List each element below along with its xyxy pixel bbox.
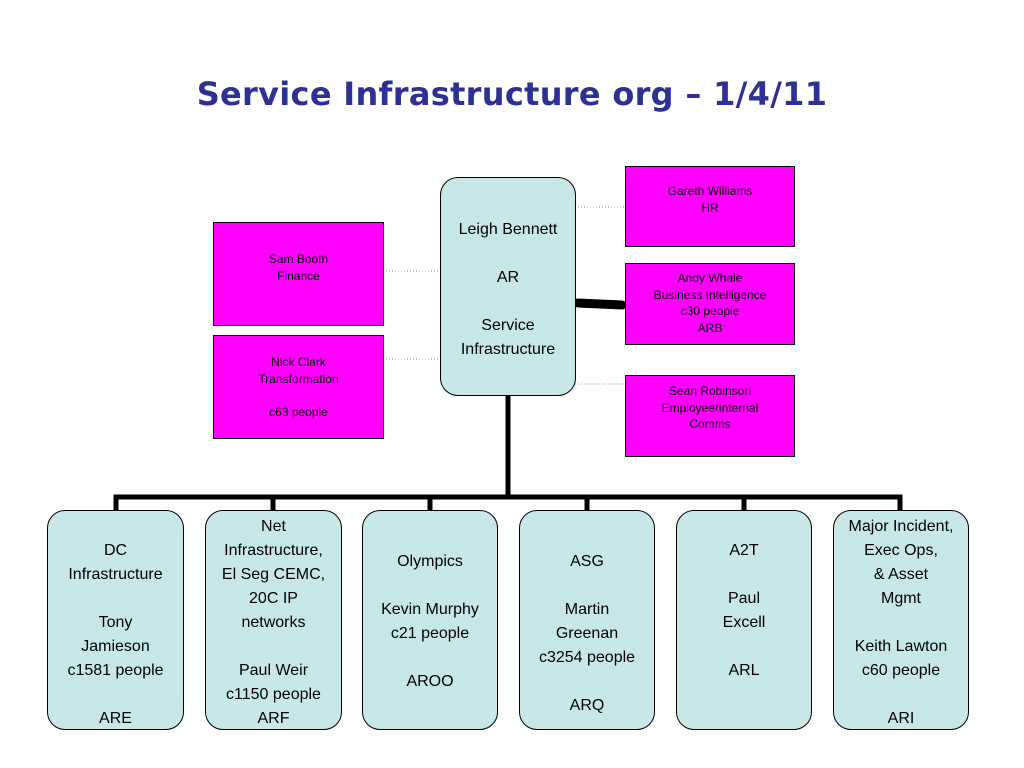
- head-dept-1: Service: [481, 317, 535, 334]
- transformation-box: Nick Clark Transformation c63 people: [213, 335, 384, 439]
- unit-net-count: c1150 people: [226, 686, 321, 703]
- unit-a2t-code: ARL: [728, 662, 760, 679]
- transformation-role: Transformation: [258, 371, 339, 386]
- unit-a2t-lead-2: Excell: [722, 614, 766, 631]
- head-box: Leigh Bennett AR Service Infrastructure: [440, 177, 576, 396]
- unit-net-title-2: Infrastructure,: [224, 542, 323, 559]
- unit-asg-title: ASG: [570, 553, 604, 570]
- head-name: Leigh Bennett: [458, 221, 558, 238]
- comms-role: Employee/Internal: [661, 400, 759, 415]
- unit-net-title: Net: [261, 518, 286, 535]
- finance-name: Sam Booth: [268, 252, 329, 266]
- unit-dc-code: ARE: [99, 710, 132, 727]
- unit-dc-lead-2: Jamieson: [81, 638, 150, 655]
- unit-mi-code: ARI: [887, 710, 915, 727]
- unit-olympics-count: c21 people: [390, 625, 470, 642]
- finance-role: Finance: [277, 268, 320, 283]
- unit-box-olympics: Olympics Kevin Murphy c21 people AROO: [362, 510, 498, 730]
- hr-name: Gareth Williams: [667, 184, 753, 198]
- unit-mi-title-4: Mgmt: [881, 590, 921, 607]
- bi-box: Andy Whale Business Intelligence c30 peo…: [625, 263, 795, 345]
- unit-box-a2t: A2T Paul Excell ARL: [676, 510, 812, 730]
- unit-mi-title: Major Incident,: [848, 518, 954, 535]
- unit-box-major-incident: Major Incident, Exec Ops, & Asset Mgmt K…: [833, 510, 969, 730]
- unit-a2t-lead: Paul: [727, 590, 761, 607]
- hr-role: HR: [701, 200, 719, 215]
- unit-asg-lead: Martin: [564, 601, 610, 618]
- unit-asg-code: ARQ: [569, 697, 605, 714]
- head-dept-2: Infrastructure: [460, 341, 556, 358]
- unit-net-title-4: 20C IP: [249, 590, 298, 607]
- comms-box: Sean Robinson Employee/Internal Comms: [625, 375, 795, 457]
- unit-mi-lead: Keith Lawton: [854, 638, 948, 655]
- bi-name: Andy Whale: [677, 271, 743, 285]
- unit-olympics-code: AROO: [406, 673, 454, 690]
- hr-box: Gareth Williams HR: [625, 166, 795, 247]
- unit-mi-title-2: Exec Ops,: [864, 542, 938, 559]
- unit-net-code: ARF: [257, 710, 290, 727]
- page-title: Service Infrastructure org – 1/4/11: [196, 75, 828, 113]
- comms-role-2: Comms: [689, 417, 731, 431]
- unit-olympics-title: Olympics: [397, 553, 463, 570]
- unit-dc-title-2: Infrastructure: [68, 566, 163, 583]
- unit-box-dc: DC Infrastructure Tony Jamieson c1581 pe…: [47, 510, 184, 730]
- unit-net-title-3: El Seg CEMC,: [221, 566, 326, 583]
- unit-mi-title-3: & Asset: [873, 566, 929, 583]
- unit-mi-count: c60 people: [861, 662, 941, 679]
- unit-net-lead: Paul Weir: [238, 662, 309, 679]
- finance-box: Sam Booth Finance: [213, 222, 384, 326]
- connector-bi: [573, 298, 627, 310]
- head-code: AR: [496, 269, 520, 286]
- transformation-count: c63 people: [269, 404, 328, 419]
- unit-dc-title: DC: [103, 542, 128, 559]
- unit-net-title-5: networks: [241, 614, 306, 631]
- unit-dc-lead: Tony: [98, 614, 133, 631]
- unit-dc-count: c1581 people: [67, 662, 164, 679]
- unit-asg-lead-2: Greenan: [555, 625, 619, 642]
- unit-box-asg: ASG Martin Greenan c3254 people ARQ: [519, 510, 655, 730]
- unit-a2t-title: A2T: [729, 542, 759, 559]
- transformation-name: Nick Clark: [271, 355, 326, 369]
- unit-asg-count: c3254 people: [538, 649, 636, 666]
- bi-role: Business Intelligence: [653, 287, 767, 302]
- unit-olympics-lead: Kevin Murphy: [381, 601, 479, 618]
- bi-code: ARB: [697, 320, 723, 335]
- comms-name: Sean Robinson: [668, 384, 752, 398]
- unit-box-net: Net Infrastructure, El Seg CEMC, 20C IP …: [205, 510, 342, 730]
- bi-count: c30 people: [680, 304, 740, 318]
